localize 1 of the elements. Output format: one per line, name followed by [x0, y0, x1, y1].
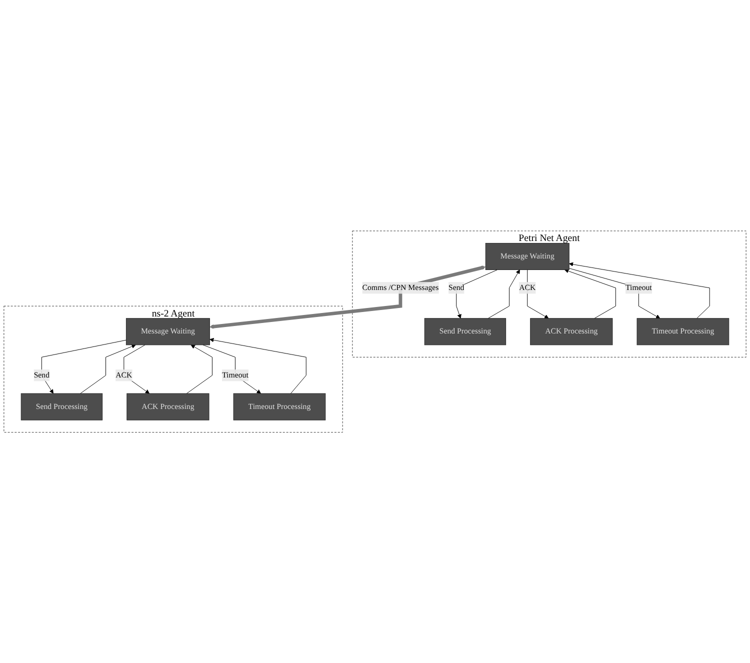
- arrow: [210, 265, 486, 329]
